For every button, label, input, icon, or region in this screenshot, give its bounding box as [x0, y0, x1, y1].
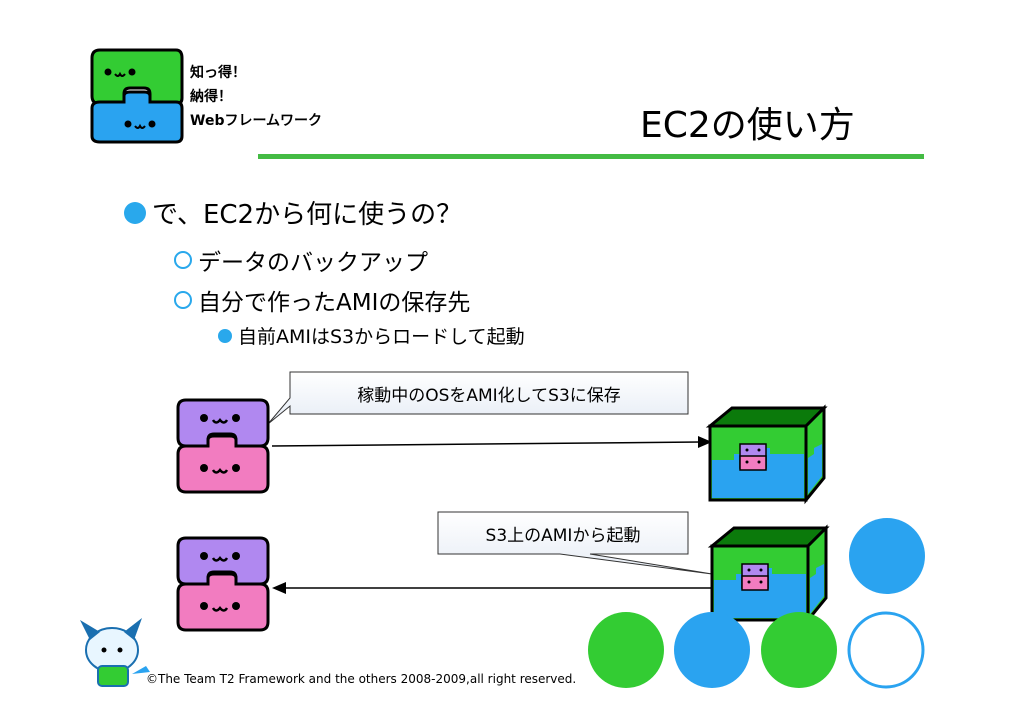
bullet-level2-ami: 自分で作ったAMIの保存先 [198, 290, 471, 316]
deco-circle-blue-1 [849, 518, 925, 594]
bullet-dot-icon [124, 202, 146, 224]
logo [86, 46, 186, 146]
title-rule [258, 154, 924, 159]
callout-bottom-text: S3上のAMIから起動 [485, 526, 641, 546]
logo-line-3: Webフレームワーク [190, 113, 323, 129]
bullet-dot-icon [218, 329, 232, 343]
logo-line-1: 知っ得！ [190, 65, 246, 81]
instance-mascot-top-icon [176, 398, 270, 494]
bullet-level3: 自前AMIはS3からロードして起動 [238, 326, 525, 348]
s3-box-bottom-icon [710, 526, 828, 622]
bullet-ring-icon [174, 251, 192, 269]
logo-line-2: 納得！ [190, 89, 232, 105]
callout-top-text: 稼動中のOSをAMI化してS3に保存 [357, 386, 621, 406]
s3-box-top-icon [708, 406, 826, 502]
footer-mascot-icon [80, 618, 150, 687]
deco-circle-blue-2 [674, 612, 750, 688]
copyright: ©The Team T2 Framework and the others 20… [146, 672, 577, 686]
logo-mascot-icon [90, 48, 184, 144]
bullet-level1: で、EC2から何に使うの？ [152, 200, 463, 230]
deco-circle-ring [847, 611, 925, 689]
slide-title: EC2の使い方 [640, 105, 855, 146]
bullet-ring-icon [174, 291, 192, 309]
deco-circle-green-2 [761, 612, 837, 688]
deco-circle-green-1 [588, 612, 664, 688]
bullet-level2-backup: データのバックアップ [198, 250, 428, 276]
callout-bottom-shape [437, 511, 713, 575]
callout-top-shape [267, 371, 689, 425]
instance-mascot-bottom-icon [176, 536, 270, 632]
